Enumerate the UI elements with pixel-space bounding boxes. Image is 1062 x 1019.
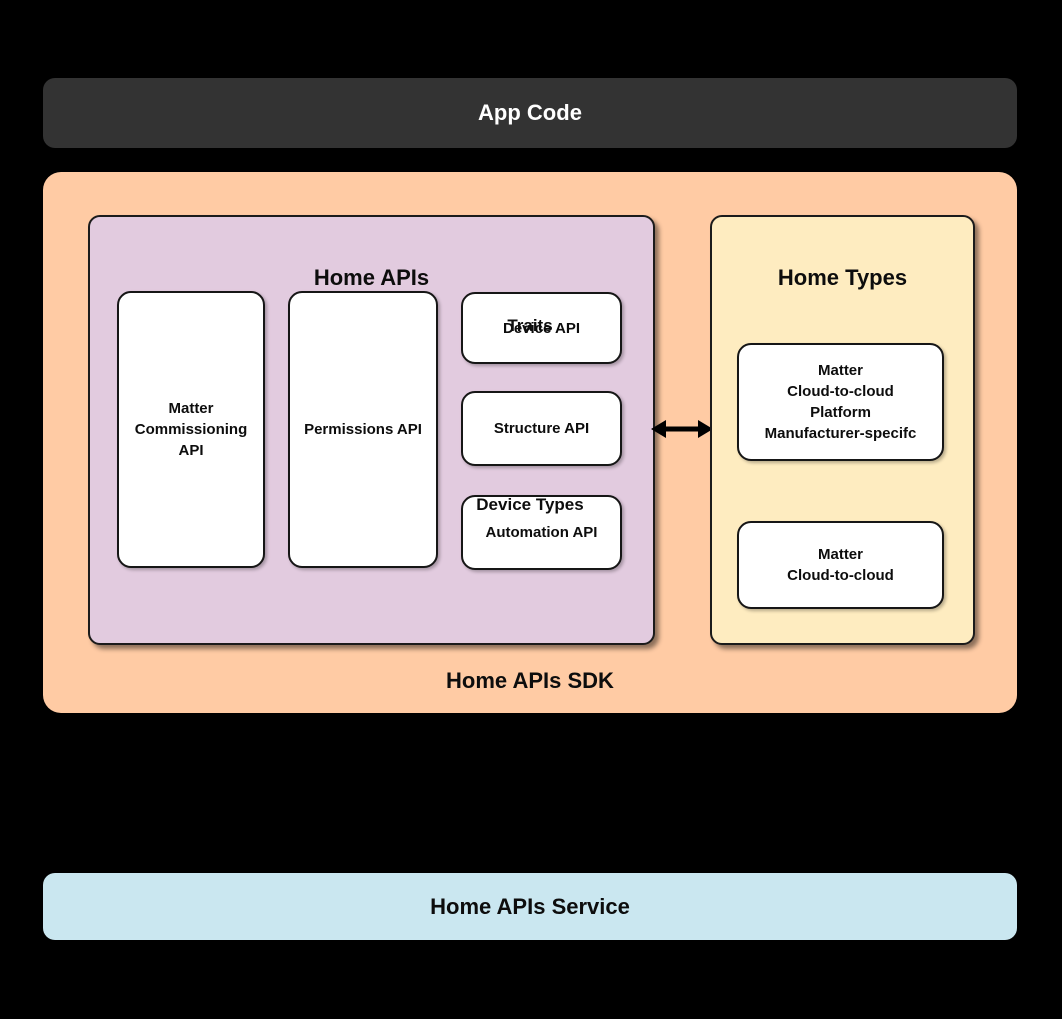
home-types-title: Home Types xyxy=(777,265,908,290)
home-apis-title: Home APIs xyxy=(313,265,430,290)
home-apis-service-label: Home APIs Service xyxy=(430,893,630,919)
structure-api-card: Structure API xyxy=(461,391,622,466)
traits-heading: Traits xyxy=(507,316,553,335)
home-apis-sdk-container: Home APIs Matter Commissioning API Permi… xyxy=(43,172,1017,713)
device-types-heading: Device Types xyxy=(476,495,584,514)
app-code-label: App Code xyxy=(478,100,582,125)
device-types-card: Matter Cloud-to-cloud xyxy=(737,521,944,609)
automation-api-card: Automation API xyxy=(461,495,622,570)
matter-commissioning-api-card: Matter Commissioning API xyxy=(117,291,265,568)
device-api-card: Device API xyxy=(461,292,622,364)
permissions-api-card: Permissions API xyxy=(288,291,438,568)
app-code-bar: App Code xyxy=(43,78,1017,148)
traits-card: Matter Cloud-to-cloud Platform Manufactu… xyxy=(737,343,944,461)
home-apis-service-bar: Home APIs Service xyxy=(43,873,1017,940)
bidirectional-arrow-icon xyxy=(651,420,713,438)
home-apis-sdk-label: Home APIs SDK xyxy=(446,668,614,693)
